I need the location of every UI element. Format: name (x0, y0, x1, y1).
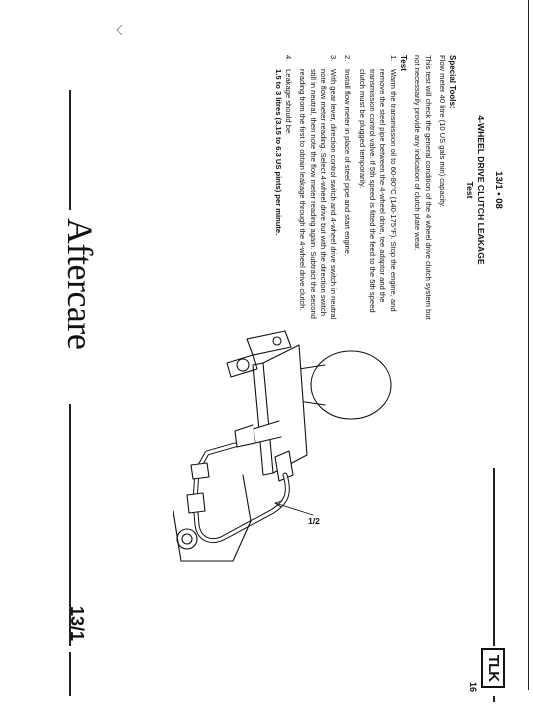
lower-pipe-inner (193, 443, 237, 503)
step-text-lead: Leakage should be: (283, 69, 293, 136)
mounting-bracket (246, 330, 292, 356)
special-tools-text: Flow meter 40 litre (10 US gals min) cap… (437, 55, 447, 208)
adaptor-fitting (274, 450, 294, 482)
leakage-spec: 1.5 to 3 litres (3.15 to 6.3 US pints) p… (273, 69, 283, 236)
step-number: 4. (283, 55, 293, 62)
test-step: 2. Install flow meter in place of steel … (342, 55, 352, 325)
housing-boss (176, 528, 198, 550)
step-number: 2. (343, 55, 353, 62)
step-number: 1. (388, 55, 398, 62)
section-number: 13/1 • 08 (493, 171, 504, 209)
page-number: 16 (468, 682, 478, 693)
step-text: Install flow meter in place of steel pip… (343, 69, 353, 256)
bracket-bolt (272, 336, 282, 346)
accumulator-bulb (310, 350, 392, 420)
step-number: 3. (329, 55, 339, 62)
header-rule-end (493, 696, 495, 702)
test-steps: 1. Warm the transmission oil to 60-80°C … (272, 55, 398, 325)
tlk-logo: TLK (481, 648, 505, 688)
page-title: 4-WHEEL DRIVE CLUTCH LEAKAGE (475, 115, 486, 265)
punch-mark (116, 24, 123, 36)
flow-meter-diagram (173, 330, 392, 562)
valve-body-side (252, 362, 274, 476)
callout-arrowhead (274, 500, 283, 508)
test-step: 3. With gear lever, direction control sw… (297, 55, 338, 325)
header-rule (493, 468, 495, 646)
special-tools-heading: Special Tools: (448, 55, 458, 109)
test-heading: Test (398, 55, 408, 71)
step-text: With gear lever, direction control switc… (298, 69, 339, 320)
step-text: Warm the transmission oil to 60-80°C (14… (357, 69, 398, 313)
drain-bolt (236, 358, 250, 372)
callout-leader (274, 502, 314, 516)
steel-pipe-inner (193, 473, 289, 542)
section-tag: 13/1 (67, 606, 87, 642)
footer-rule-left (69, 90, 71, 210)
footer-rule-right (69, 652, 71, 696)
top-edge-rule (528, 0, 529, 690)
aftercare-wordmark: Aftercare (60, 218, 100, 350)
step-text: Leakage should be: 1.5 to 3 litres (3.15… (272, 69, 293, 235)
pipe-union (186, 492, 206, 514)
transmission-housing (173, 474, 252, 562)
instruction-text: 13/1 • 08 4-WHEEL DRIVE CLUTCH LEAKAGE T… (268, 55, 504, 325)
steel-pipe-outer (192, 472, 290, 543)
test-step: 4. Leakage should be: 1.5 to 3 litres (3… (272, 55, 293, 325)
housing-boss-inner (181, 533, 193, 545)
pipe-union-lower (190, 462, 210, 480)
diagram-label: 1/2 (308, 515, 320, 526)
page-subtitle: Test (465, 181, 476, 199)
tee-nut (234, 424, 256, 448)
drain-boss (226, 354, 258, 378)
test-step: 1. Warm the transmission oil to 60-80°C … (356, 55, 398, 325)
intro-paragraph: This test will check the general conditi… (413, 55, 433, 320)
